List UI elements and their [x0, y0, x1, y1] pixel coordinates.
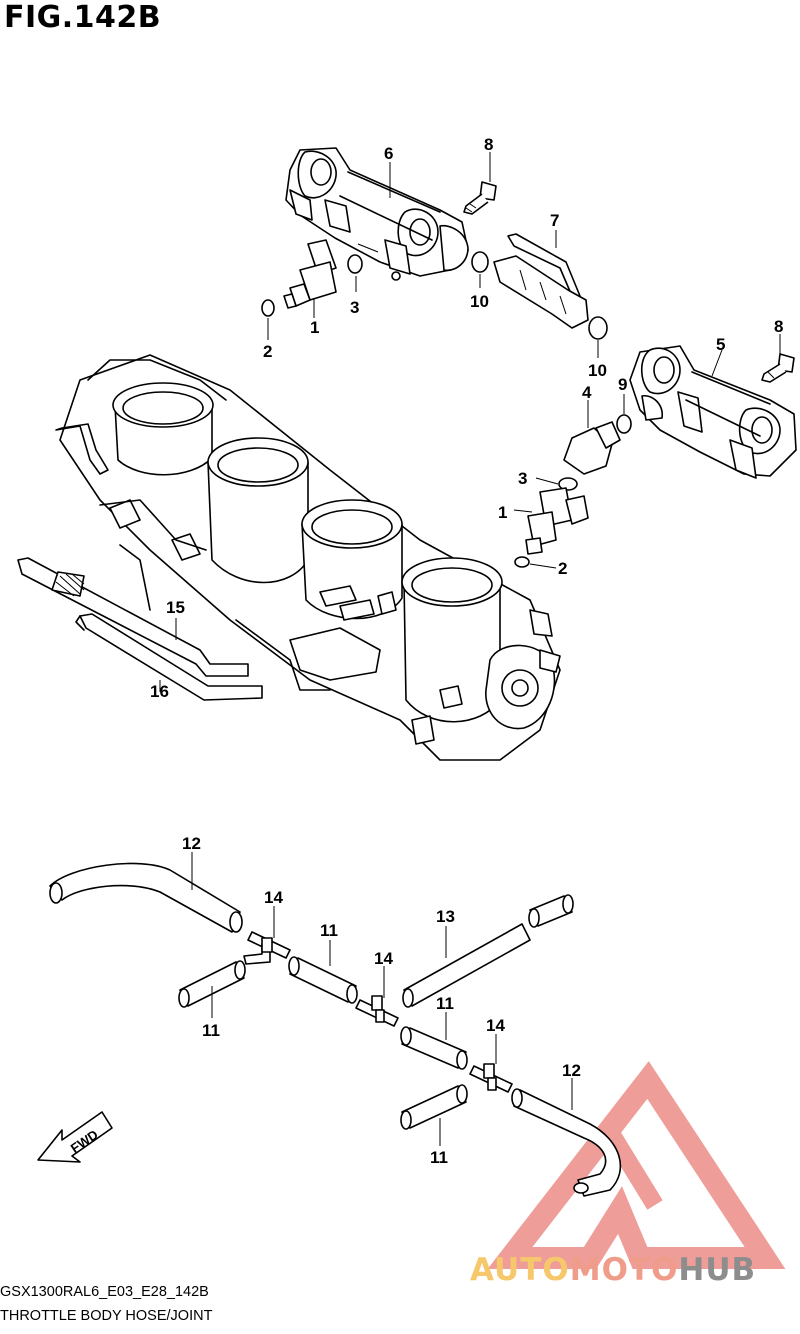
bolt-right [761, 353, 795, 383]
watermark-hub: HUB [678, 1252, 757, 1288]
callout-12-upper: 12 [182, 834, 201, 853]
callout-labels: 1 2 3 6 8 7 10 10 8 5 9 4 3 1 2 15 16 12… [150, 135, 783, 1167]
callout-9: 9 [618, 375, 627, 394]
callout-10-upper: 10 [470, 292, 489, 311]
o-ring-3-upper [347, 254, 363, 274]
callout-8-upper: 8 [484, 135, 493, 154]
injector-lower [525, 487, 589, 555]
callout-11-b: 11 [320, 921, 338, 940]
throttle-body-assembly [55, 354, 561, 761]
hose-11-c [400, 1026, 468, 1070]
hose-13 [402, 894, 574, 1008]
watermark-text: AUTOMOTOHUB [470, 1250, 756, 1290]
callout-7: 7 [550, 211, 559, 230]
hose-12-upper [49, 862, 243, 933]
injector-cap-4 [563, 421, 621, 475]
hose-11-d [400, 1084, 468, 1130]
callout-14-c: 14 [486, 1016, 505, 1035]
callout-2-lower: 2 [558, 559, 567, 578]
callout-4: 4 [582, 383, 592, 402]
hose-11-a [178, 960, 246, 1008]
o-ring-2-lower [514, 556, 530, 568]
callout-10-lower: 10 [588, 361, 607, 380]
o-ring-2-upper [261, 299, 275, 317]
o-ring-3-lower [558, 477, 578, 491]
figure-title: FIG.142B [4, 0, 162, 35]
callout-11-a: 11 [202, 1021, 220, 1040]
leader-lines [159, 152, 781, 1146]
o-ring-9 [616, 414, 632, 434]
callout-1-lower: 1 [498, 503, 507, 522]
bolt-upper [463, 181, 497, 215]
fuel-rail-left [285, 147, 469, 281]
forward-direction-arrow: FWD [37, 1111, 113, 1163]
t-joint-14a [243, 931, 291, 965]
watermark-logo [487, 1061, 786, 1269]
figure-description: THROTTLE BODY HOSE/JOINT [0, 1308, 213, 1324]
callout-3-lower: 3 [518, 469, 527, 488]
callout-14-a: 14 [264, 888, 283, 907]
figure-code: GSX1300RAL6_E03_E28_142B [0, 1284, 209, 1300]
callout-12-lower: 12 [562, 1061, 581, 1080]
o-ring-10-b [588, 316, 608, 340]
t-joint-14c [469, 1063, 513, 1093]
callout-2-upper: 2 [263, 342, 272, 361]
callout-11-d: 11 [430, 1148, 448, 1167]
callout-8-right: 8 [774, 317, 783, 336]
callout-14-b: 14 [374, 949, 393, 968]
watermark-moto: MOTO [569, 1252, 679, 1288]
callout-3-upper: 3 [350, 298, 359, 317]
callout-1-upper: 1 [310, 318, 319, 337]
fuel-connector-7 [493, 233, 589, 329]
hose-12-lower [511, 1088, 622, 1197]
hose-15 [17, 557, 249, 677]
injector-upper [283, 239, 337, 309]
t-joint-14b [355, 995, 399, 1027]
callout-16: 16 [150, 682, 169, 701]
hose-16 [75, 613, 263, 701]
callout-13: 13 [436, 907, 455, 926]
callout-5: 5 [716, 335, 725, 354]
callout-15: 15 [166, 598, 185, 617]
callout-6: 6 [384, 144, 393, 163]
hose-11-b [288, 956, 358, 1004]
watermark-auto: AUTO [470, 1252, 570, 1288]
o-ring-10-a [471, 251, 489, 273]
callout-11-c: 11 [436, 994, 454, 1013]
fuel-rail-right [629, 345, 797, 479]
